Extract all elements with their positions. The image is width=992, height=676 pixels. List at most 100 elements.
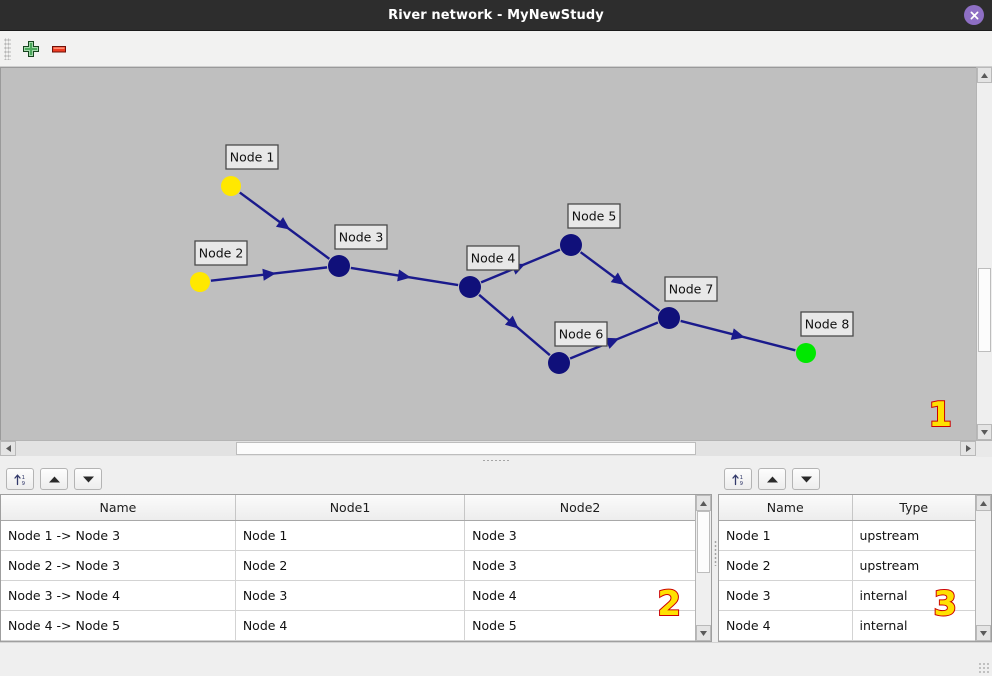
reaches-vscroll-track[interactable] <box>696 511 711 625</box>
reaches-vertical-scrollbar[interactable] <box>695 495 711 641</box>
title-bar: River network - MyNewStudy <box>0 0 992 31</box>
node-label-node3[interactable]: Node 3 <box>334 224 388 250</box>
column-header-node1[interactable]: Node1 <box>235 495 466 521</box>
table-cell[interactable]: Node 3 <box>464 550 695 581</box>
graph-node-node6[interactable] <box>548 352 570 374</box>
scroll-down-icon[interactable] <box>977 424 992 440</box>
table-cell[interactable]: Node 3 <box>719 580 853 611</box>
sort-button[interactable]: 1 9 <box>6 468 34 490</box>
table-cell[interactable]: Node 2 <box>719 550 853 581</box>
scroll-left-icon[interactable] <box>0 441 16 456</box>
graph-node-node8[interactable] <box>796 343 816 363</box>
graph-node-node1[interactable] <box>221 176 241 196</box>
table-cell[interactable]: Node 4 -> Node 5 <box>1 610 236 641</box>
canvas-hscroll-thumb[interactable] <box>236 442 696 455</box>
canvas-vertical-scrollbar[interactable] <box>976 67 992 440</box>
table-cell[interactable]: Node 1 <box>719 520 853 551</box>
column-header-name[interactable]: Name <box>719 495 853 521</box>
nodes-vertical-scrollbar[interactable] <box>975 495 991 641</box>
node-marker-icon[interactable] <box>796 343 816 363</box>
scroll-down-icon[interactable] <box>696 625 711 641</box>
node-marker-icon[interactable] <box>190 272 210 292</box>
close-icon[interactable] <box>964 5 984 25</box>
reaches-vscroll-thumb[interactable] <box>697 511 710 573</box>
move-down-button[interactable] <box>792 468 820 490</box>
canvas-horizontal-scrollbar[interactable] <box>0 440 992 457</box>
column-header-type[interactable]: Type <box>852 495 975 521</box>
table-cell[interactable]: Node 1 <box>235 520 466 551</box>
resize-grip-icon[interactable] <box>978 662 989 673</box>
table-cell[interactable]: Node 4 <box>464 580 695 611</box>
node-label-node7[interactable]: Node 7 <box>664 276 718 302</box>
column-header-name[interactable]: Name <box>1 495 236 521</box>
graph-node-node3[interactable] <box>328 255 350 277</box>
table-cell[interactable]: Node 3 <box>464 520 695 551</box>
network-canvas[interactable]: Node 1 Node 2 Node 3 Node 4 Node 5 Node 6 Node… <box>0 67 976 440</box>
table-cell[interactable]: upstream <box>852 520 975 551</box>
node-marker-icon[interactable] <box>548 352 570 374</box>
canvas-hscroll-track[interactable] <box>16 441 960 456</box>
table-cell[interactable]: Node 1 -> Node 3 <box>1 520 236 551</box>
node-label-text: Node 6 <box>559 327 604 342</box>
node-label-node1[interactable]: Node 1 <box>225 144 279 170</box>
scroll-up-icon[interactable] <box>977 67 992 83</box>
node-marker-icon[interactable] <box>560 234 582 256</box>
svg-text:1: 1 <box>21 475 24 481</box>
scroll-up-icon[interactable] <box>696 495 711 511</box>
scroll-right-icon[interactable] <box>960 441 976 456</box>
table-cell[interactable]: Node 3 -> Node 4 <box>1 580 236 611</box>
edge-arrowhead-icon <box>275 217 290 230</box>
table-cell[interactable]: Node 2 <box>235 550 466 581</box>
table-cell[interactable]: internal <box>852 610 975 641</box>
svg-text:9: 9 <box>21 481 25 487</box>
nodes-vscroll-track[interactable] <box>976 511 991 625</box>
table-cell[interactable]: internal <box>852 580 975 611</box>
node-marker-icon[interactable] <box>221 176 241 196</box>
table-cell[interactable]: Node 4 <box>235 610 466 641</box>
table-cell[interactable]: upstream <box>852 550 975 581</box>
graph-node-node7[interactable] <box>658 307 680 329</box>
edge-arrowhead-icon <box>604 337 620 349</box>
scroll-down-icon[interactable] <box>976 625 991 641</box>
node-marker-icon[interactable] <box>459 276 481 298</box>
node-marker-icon[interactable] <box>658 307 680 329</box>
table-cell[interactable]: Node 2 -> Node 3 <box>1 550 236 581</box>
canvas-vscroll-track[interactable] <box>977 83 992 424</box>
add-node-button[interactable] <box>17 35 45 63</box>
node-label-node2[interactable]: Node 2 <box>194 240 248 266</box>
column-header-node2[interactable]: Node2 <box>464 495 695 521</box>
move-down-button[interactable] <box>74 468 102 490</box>
sort-button[interactable]: 1 9 <box>724 468 752 490</box>
table-cell-empty <box>235 640 466 641</box>
canvas-vscroll-thumb[interactable] <box>978 268 991 352</box>
vertical-splitter[interactable] <box>712 464 718 642</box>
node-label-node4[interactable]: Node 4 <box>466 245 520 271</box>
table-cell[interactable]: Node 3 <box>235 580 466 611</box>
node-marker-icon[interactable] <box>328 255 350 277</box>
scroll-up-icon[interactable] <box>976 495 991 511</box>
node-label-node8[interactable]: Node 8 <box>800 311 854 337</box>
toolbar-grip[interactable] <box>4 37 11 60</box>
graph-node-node5[interactable] <box>560 234 582 256</box>
remove-node-button[interactable] <box>45 35 73 63</box>
table-cell[interactable]: Node 5 <box>464 610 695 641</box>
node-label-text: Node 8 <box>805 317 850 332</box>
table-cell[interactable]: Node 4 <box>719 610 853 641</box>
graph-node-node2[interactable] <box>190 272 210 292</box>
move-up-button[interactable] <box>40 468 68 490</box>
horizontal-splitter[interactable] <box>0 456 992 464</box>
node-label-node5[interactable]: Node 5 <box>567 203 621 229</box>
node-label-node6[interactable]: Node 6 <box>554 321 608 347</box>
graph-node-node4[interactable] <box>459 276 481 298</box>
move-up-button[interactable] <box>758 468 786 490</box>
